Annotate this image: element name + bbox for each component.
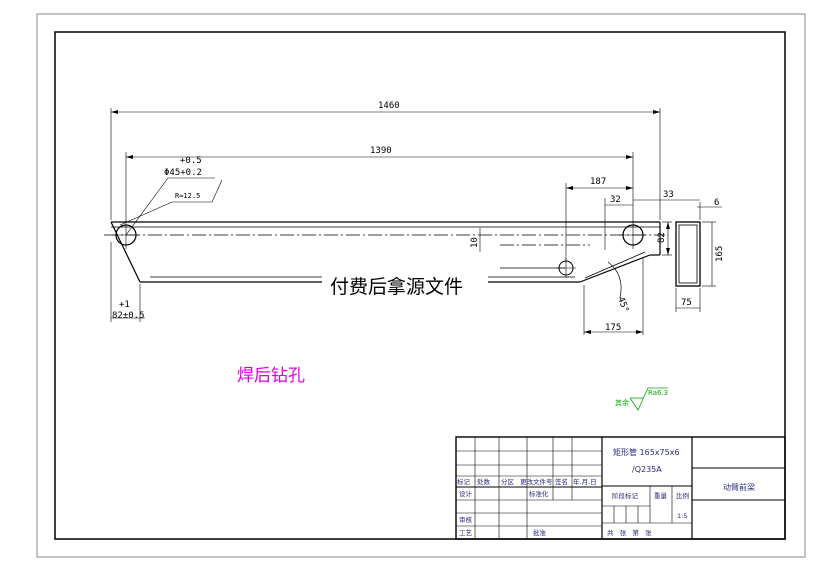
beam-side-view	[110, 221, 661, 283]
dim-hole-diameter: Φ45+0.2	[164, 168, 202, 178]
part-name: 动臂前梁	[723, 482, 755, 492]
dim-1390: 1390	[370, 146, 392, 156]
roughness-prefix: 其余	[615, 398, 629, 407]
tb-scale-value: 1:5	[677, 512, 687, 520]
dim-section-75: 75	[681, 298, 692, 308]
section-view	[675, 202, 722, 312]
dim-section-6: 6	[714, 198, 719, 208]
dim-radius: R≈12.5	[175, 192, 200, 200]
right-hole	[619, 221, 647, 249]
outer-border	[36, 13, 806, 558]
tb-review: 审核	[459, 515, 473, 524]
tb-design: 设计	[459, 489, 473, 498]
material-line2: /Q235A	[632, 465, 662, 474]
dim-33: 33	[663, 190, 674, 200]
material-line1: 矩形管 165x75x6	[613, 447, 680, 457]
tb-header-3: 更改文件号	[520, 477, 553, 486]
angle-arc	[607, 261, 622, 299]
tb-header-2: 分区	[501, 477, 515, 486]
tb-header-1: 处数	[477, 477, 491, 486]
tb-weight: 重量	[654, 492, 668, 500]
tb-standardization: 标准化	[529, 489, 549, 498]
tb-header-4: 签名	[555, 477, 568, 486]
dim-10: 10	[470, 237, 480, 248]
tb-scale-label: 比例	[676, 491, 689, 500]
dim-187: 187	[590, 177, 606, 187]
dim-tol-plus: +0.5	[180, 156, 202, 166]
roughness-symbol: 其余 Ra6.3	[615, 387, 668, 411]
dim-1460: 1460	[378, 101, 400, 111]
dim-left-82: 82±0.5	[112, 311, 145, 321]
watermark-text: 付费后拿源文件	[330, 275, 463, 298]
tb-process: 工艺	[459, 529, 473, 537]
tb-header-0: 标记	[457, 477, 471, 486]
small-hole	[556, 258, 576, 278]
tb-header-5: 年.月.日	[573, 477, 597, 486]
weld-note: 焊后钻孔	[237, 366, 305, 386]
watermark-bg	[322, 272, 488, 298]
roughness-value: Ra6.3	[648, 389, 668, 397]
dimension-lines	[110, 108, 700, 335]
arrowheads	[111, 110, 670, 334]
dim-left-tol: +1	[119, 300, 130, 310]
dim-175: 175	[605, 323, 621, 333]
title-block	[455, 436, 786, 540]
dim-section-165: 165	[715, 246, 725, 262]
dim-82-right: 82	[657, 232, 667, 243]
dim-angle: 45°	[615, 296, 630, 315]
inner-border	[54, 31, 786, 540]
tb-sheet: 共 张 第 张	[607, 528, 652, 537]
tb-stage: 阶段标记	[612, 491, 639, 500]
dim-32: 32	[610, 195, 621, 205]
tb-approve: 批准	[533, 528, 547, 537]
